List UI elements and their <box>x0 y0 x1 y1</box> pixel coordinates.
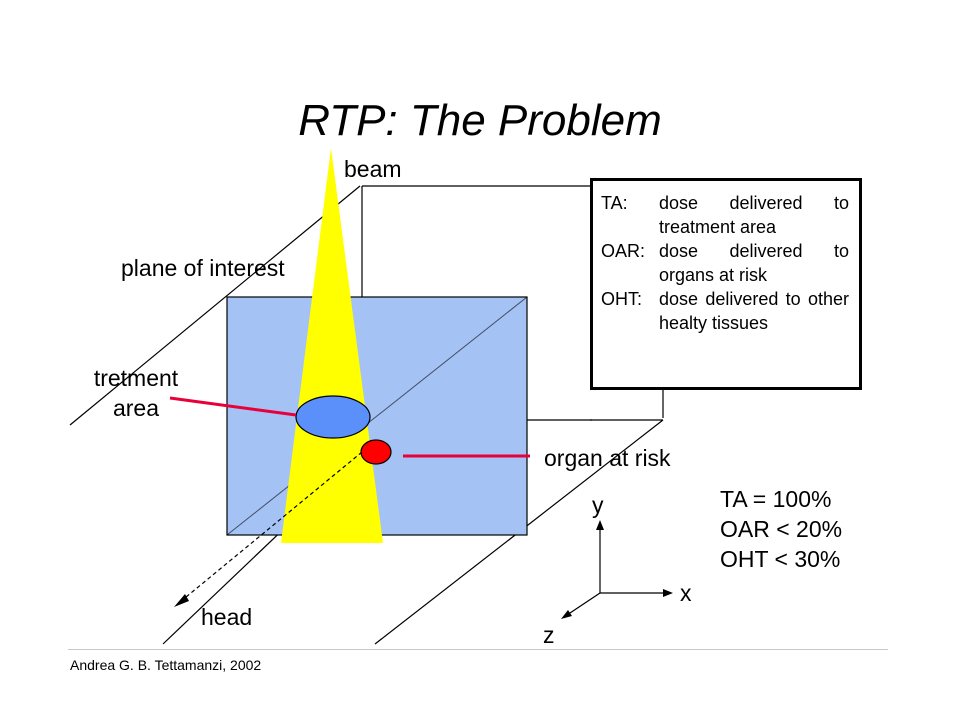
slide-title: RTP: The Problem <box>298 96 662 145</box>
plane-of-interest-label: plane of interest <box>121 255 285 281</box>
treatment-area-label: tretment area <box>86 363 186 423</box>
treatment-area-label-line2: area <box>112 395 160 421</box>
organ-at-risk-label: organ at risk <box>544 445 671 471</box>
footer-credit: Andrea G. B. Tettamanzi, 2002 <box>70 657 262 673</box>
axis-x-label: x <box>680 580 692 606</box>
legend-row-oht: OHT: dose delivered to other healty tiss… <box>601 287 849 335</box>
back-plane <box>361 185 664 421</box>
constraint-oht: OHT < 30% <box>720 546 841 572</box>
axis-z-label: z <box>543 622 555 648</box>
constraint-oar: OAR < 20% <box>720 516 843 542</box>
legend-description: dose delivered to other healty tissues <box>659 289 849 333</box>
organ-at-risk-marker <box>360 439 392 465</box>
head-direction-arrow <box>174 451 363 607</box>
legend-row-ta: TA: dose delivered to treatment area <box>601 191 849 239</box>
dose-constraints: TA = 100% OAR < 20% OHT < 30% <box>720 484 842 574</box>
axis-y-label: y <box>592 492 604 518</box>
treatment-area-label-line1: tretment <box>93 365 179 391</box>
axes <box>561 520 673 619</box>
treatment-area-ellipse <box>295 395 371 439</box>
beam-label: beam <box>344 156 402 182</box>
beam-cone <box>281 148 383 543</box>
legend-row-oar: OAR: dose delivered to organs at risk <box>601 239 849 287</box>
constraint-ta: TA = 100% <box>720 486 832 512</box>
legend-key: TA: <box>601 193 628 213</box>
legend-description: dose delivered to treatment area <box>659 193 849 237</box>
treatment-area-pointer <box>169 396 297 417</box>
legend-box: TA: dose delivered to treatment area OAR… <box>590 178 862 390</box>
legend-key: OHT: <box>601 289 643 309</box>
legend-key: OAR: <box>601 241 646 261</box>
legend-description: dose delivered to organs at risk <box>659 241 849 285</box>
footer-divider <box>68 649 888 650</box>
head-label: head <box>201 604 253 630</box>
